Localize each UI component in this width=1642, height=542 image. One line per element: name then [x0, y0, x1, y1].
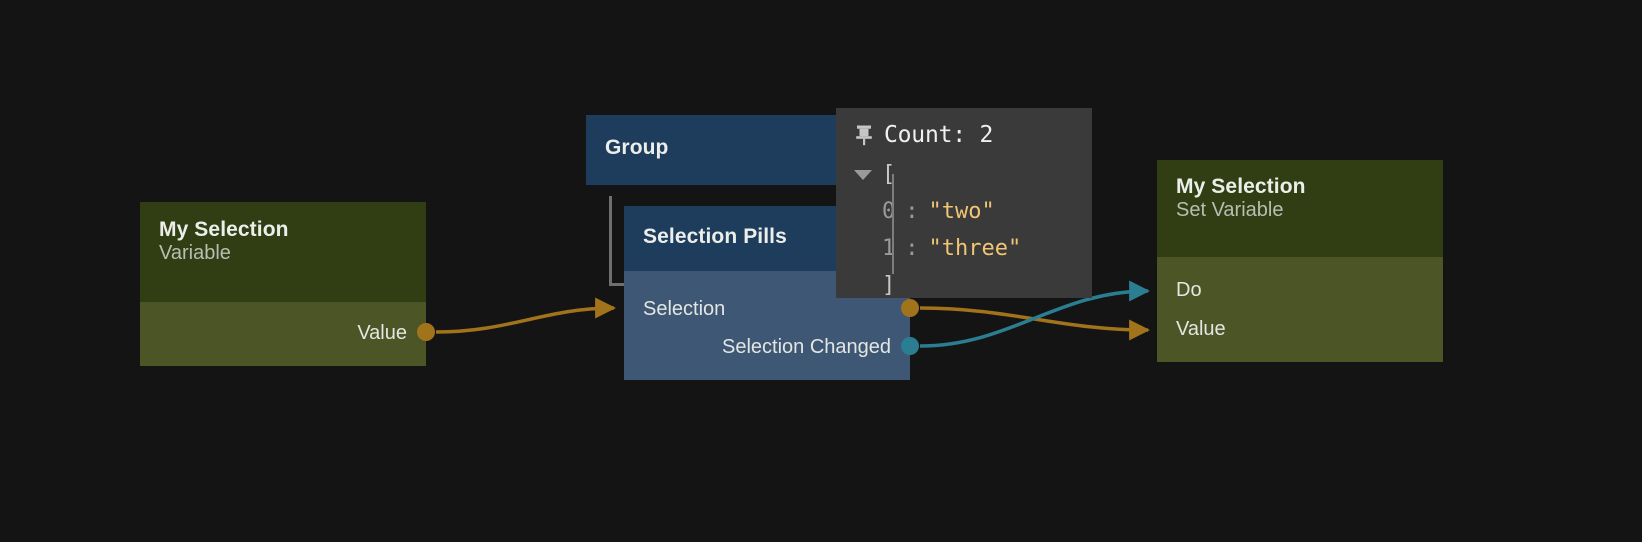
node-body[interactable]: Do Value [1157, 257, 1443, 362]
entry-index: 0 [882, 199, 896, 224]
output-port-label-selection-changed: Selection Changed [721, 336, 891, 358]
inspector-tree: [ 0 : "two" 1 : "three" ] [836, 156, 1092, 304]
pin-icon[interactable] [854, 124, 874, 146]
node-title: Selection Pills [643, 225, 787, 248]
input-port-label-value: Value [1176, 318, 1226, 340]
inspector-array-open[interactable]: [ [854, 156, 1092, 193]
node-header[interactable]: My Selection Set Variable [1157, 160, 1443, 257]
output-port-label-value: Value [357, 322, 407, 344]
node-subtitle: Variable [159, 242, 231, 265]
node-set-variable-my-selection[interactable]: My Selection Set Variable Do Value [1157, 160, 1443, 362]
group-bracket [609, 196, 631, 286]
tree-guide-line [892, 174, 894, 274]
wire-value-to-selection [435, 297, 617, 334]
output-port-selection[interactable] [901, 299, 919, 317]
inspector-array-close: ] [854, 267, 1092, 304]
node-variable-my-selection[interactable]: My Selection Variable Value [140, 202, 435, 366]
node-title: Group [605, 136, 669, 159]
entry-index: 1 [882, 236, 896, 261]
entry-value: "two" [928, 199, 995, 224]
chevron-down-icon[interactable] [854, 169, 872, 180]
node-title: My Selection [159, 218, 289, 241]
entry-separator: : [905, 236, 919, 261]
node-subtitle: Set Variable [1176, 199, 1284, 222]
output-port-value[interactable] [417, 323, 435, 341]
array-close-bracket: ] [882, 273, 896, 298]
node-title: My Selection [1176, 175, 1306, 198]
node-body[interactable]: Value [140, 302, 426, 366]
inspector-entry-1: 1 : "three" [854, 230, 1092, 267]
node-body[interactable]: Selection Selection Changed [624, 271, 910, 380]
inspector-header: Count: 2 [836, 120, 1092, 156]
input-port-label-selection: Selection [643, 298, 726, 320]
array-open-bracket: [ [882, 162, 896, 187]
inspector-entry-0: 0 : "two" [854, 193, 1092, 230]
value-inspector-tooltip[interactable]: Count: 2 [ 0 : "two" 1 : "three" [836, 108, 1092, 298]
input-port-label-do: Do [1176, 279, 1202, 301]
node-header[interactable]: My Selection Variable [140, 202, 426, 302]
output-port-selection-changed[interactable] [901, 337, 919, 355]
entry-value: "three" [928, 236, 1022, 261]
entry-separator: : [905, 199, 919, 224]
inspector-title: Count: 2 [884, 122, 994, 148]
wire-selection-to-setvar-value [919, 306, 1151, 341]
